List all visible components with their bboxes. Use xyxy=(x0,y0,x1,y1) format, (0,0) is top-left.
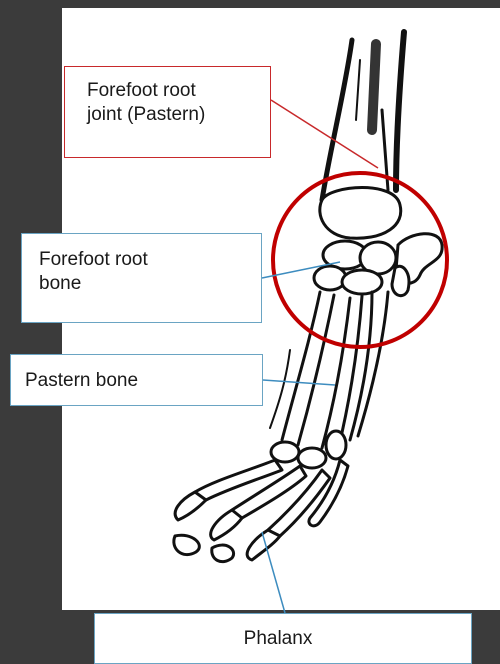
leader-line-joint xyxy=(271,100,378,168)
label-pastern-text: Pastern bone xyxy=(25,370,138,391)
label-root-line2: bone xyxy=(39,272,251,296)
phalanx-bones xyxy=(174,460,348,562)
label-phalanx-text: Phalanx xyxy=(244,628,313,649)
label-phalanx: Phalanx xyxy=(94,613,472,664)
label-forefoot-root-joint: Forefoot root joint (Pastern) xyxy=(64,66,271,158)
label-forefoot-root-bone: Forefoot root bone xyxy=(21,233,262,323)
label-pastern-bone: Pastern bone xyxy=(10,354,263,406)
label-joint-line2: joint (Pastern) xyxy=(87,103,260,127)
metacarpal-bones xyxy=(270,292,388,450)
label-root-line1: Forefoot root xyxy=(39,248,251,272)
label-joint-line1: Forefoot root xyxy=(87,79,260,103)
carpal-bones xyxy=(314,188,442,296)
